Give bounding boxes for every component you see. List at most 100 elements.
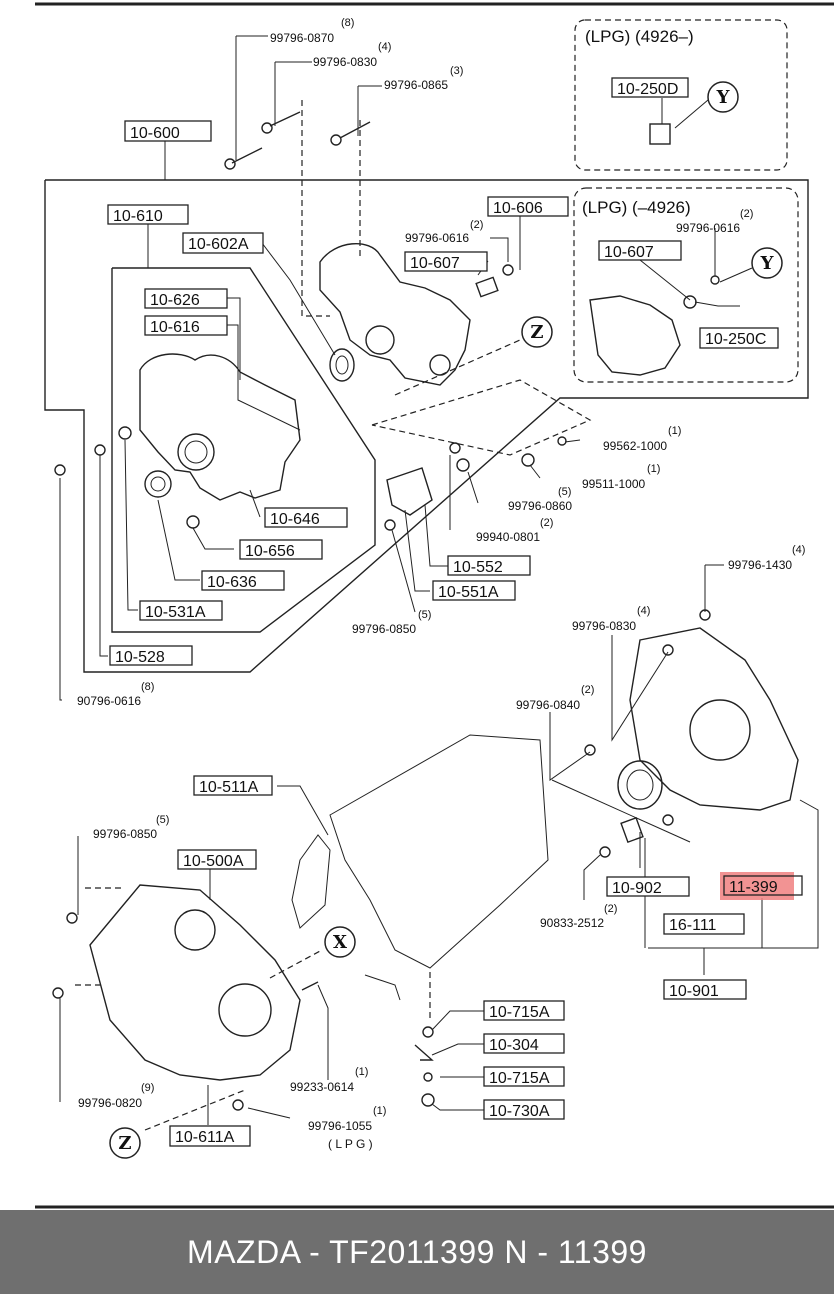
box-10-528-label: 10-528 [115, 649, 165, 666]
rear-plate-bore-2 [218, 983, 272, 1037]
assembly-line-4 [394, 339, 521, 396]
box-10-607-a[interactable]: 10-607 [404, 251, 488, 272]
box-10-531A[interactable]: 10-531A [139, 600, 223, 621]
marker-x: X [324, 926, 356, 958]
nut-10-656 [186, 515, 200, 529]
bolt-flywheel [662, 814, 674, 826]
flywheel-housing-bore [689, 699, 751, 761]
rear-plate-10-500A [89, 884, 301, 1081]
marker-y-top: Y [707, 81, 739, 113]
box-10-606[interactable]: 10-606 [487, 196, 569, 217]
box-10-646[interactable]: 10-646 [264, 507, 348, 528]
part-number-labels: (8) 99796-0870 (4) 99796-0830 (3) 99796-… [77, 17, 805, 1151]
marker-z-bottom-label: Z [118, 1133, 131, 1154]
box-10-626[interactable]: 10-626 [144, 288, 228, 309]
box-11-399[interactable]: 11-399 [723, 875, 803, 896]
box-10-500A[interactable]: 10-500A [177, 849, 257, 870]
box-10-611A-label: 10-611A [175, 1129, 235, 1146]
box-16-111-label: 16-111 [669, 917, 717, 934]
bolt-99796-1055 [232, 1099, 244, 1111]
washer-10-715A-b [423, 1072, 433, 1082]
box-10-511A-label: 10-511A [199, 779, 259, 796]
marker-z-bottom: Z [109, 1127, 141, 1159]
box-10-607-a-label: 10-607 [410, 255, 460, 272]
box-10-528[interactable]: 10-528 [109, 645, 193, 666]
bracket-10-552 [386, 467, 433, 516]
rear-plate-seal [364, 974, 401, 1001]
box-10-902-label: 10-902 [612, 880, 662, 897]
bolt-99796-0860 [456, 458, 470, 472]
box-10-715A-b-label: 10-715A [489, 1070, 550, 1087]
box-10-610[interactable]: 10-610 [107, 204, 189, 225]
rear-oil-seal-inner [626, 769, 654, 801]
box-10-656[interactable]: 10-656 [239, 539, 323, 560]
oil-seal-10-602A [329, 348, 355, 382]
box-10-656-label: 10-656 [245, 543, 295, 560]
rear-oil-seal-10-902 [617, 760, 663, 810]
box-10-901[interactable]: 10-901 [663, 979, 747, 1000]
timing-cover-bore-2 [429, 354, 451, 376]
box-10-901-label: 10-901 [669, 983, 719, 1000]
box-10-602A[interactable]: 10-602A [182, 232, 264, 254]
pn-99796-0865: 99796-0865 [384, 78, 448, 92]
box-16-111[interactable]: 16-111 [663, 913, 745, 935]
pn-99796-0820: 99796-0820 [78, 1096, 142, 1110]
qty-99796-0840: (2) [581, 684, 594, 696]
marker-y-mid: Y [751, 247, 783, 279]
box-10-902[interactable]: 10-902 [606, 876, 690, 897]
box-10-511A[interactable]: 10-511A [193, 775, 273, 796]
pn-99796-0830-a: 99796-0830 [313, 55, 377, 69]
pn-99796-0850-a: 99796-0850 [352, 622, 416, 636]
box-10-616[interactable]: 10-616 [144, 315, 228, 336]
box-10-730A-label: 10-730A [489, 1103, 550, 1120]
box-10-610-label: 10-610 [113, 208, 163, 225]
box-10-250D[interactable]: 10-250D [611, 77, 689, 98]
box-10-715A-a[interactable]: 10-715A [483, 1000, 565, 1021]
bolt-99796-0870 [224, 147, 263, 170]
marker-x-label: X [333, 932, 347, 953]
pn-99562-1000: 99562-1000 [603, 439, 667, 453]
box-10-551A[interactable]: 10-551A [432, 580, 516, 601]
box-10-636[interactable]: 10-636 [201, 570, 285, 591]
box-10-500A-label: 10-500A [183, 853, 244, 870]
rear-plate-bore [174, 909, 216, 951]
qty-99562-1000: (1) [668, 425, 681, 437]
group-frame-10-600 [44, 179, 809, 673]
pn-99796-0850-b: 99796-0850 [93, 827, 157, 841]
footer-caption: MAZDA - TF2011399 N - 11399 [187, 1233, 647, 1270]
box-10-646-label: 10-646 [270, 511, 320, 528]
box-10-250C-label: 10-250C [705, 331, 766, 348]
box-10-600[interactable]: 10-600 [124, 120, 212, 142]
box-10-715A-b[interactable]: 10-715A [483, 1066, 565, 1087]
qty-99796-0616-b: (2) [740, 208, 753, 220]
box-10-606-label: 10-606 [493, 200, 543, 217]
label-boxes: 10-600 10-610 10-602A 10-626 10-616 10-6… [107, 77, 803, 1147]
dowel-99233-0614 [301, 981, 319, 991]
lpg-bolt-0616 [710, 275, 720, 285]
box-10-304[interactable]: 10-304 [483, 1033, 565, 1054]
qty-99796-1430: (4) [792, 544, 805, 556]
lpg-part-10-250C [683, 295, 697, 309]
bolt-99796-0616-a [502, 264, 514, 276]
lpg-note: ( L P G ) [328, 1137, 373, 1151]
qty-99796-0616-a: (2) [470, 219, 483, 231]
box-10-636-label: 10-636 [207, 574, 257, 591]
lpg-header-mid: (LPG) (–4926) [582, 198, 691, 217]
engine-block-drawing [329, 734, 549, 969]
pn-99940-0801: 99940-0801 [476, 530, 540, 544]
box-10-250C[interactable]: 10-250C [699, 327, 779, 349]
box-10-552[interactable]: 10-552 [447, 555, 531, 576]
box-10-730A[interactable]: 10-730A [483, 1099, 565, 1120]
box-10-304-label: 10-304 [489, 1037, 539, 1054]
box-10-611A[interactable]: 10-611A [169, 1125, 251, 1147]
qty-99796-0870: (8) [341, 17, 354, 29]
lpg-box-mid [573, 187, 799, 383]
assembly-line-1 [301, 100, 330, 317]
oil-seal-10-602A-inner [335, 355, 349, 375]
sensor-10-250D [649, 123, 671, 145]
washer-99940-0801 [449, 442, 461, 454]
pn-90796-0616: 90796-0616 [77, 694, 141, 708]
assembly-line-9 [144, 1089, 246, 1131]
box-10-600-label: 10-600 [130, 125, 180, 142]
box-10-607-b[interactable]: 10-607 [598, 240, 682, 261]
